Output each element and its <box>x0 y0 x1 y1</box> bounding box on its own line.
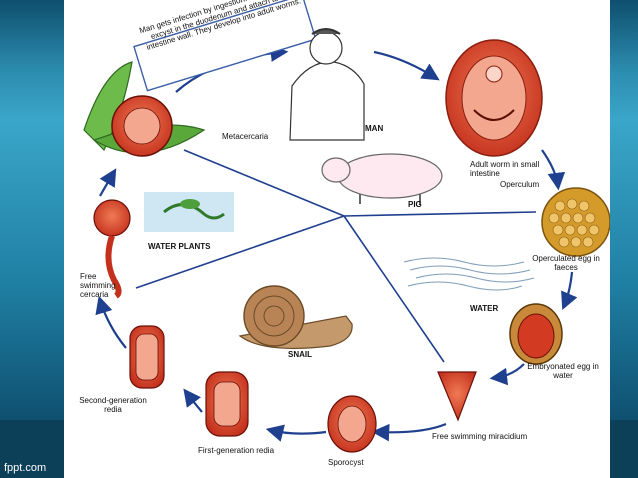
embryonated-egg-figure <box>509 303 563 365</box>
water-waves <box>403 257 535 291</box>
water-plants-figure <box>144 192 234 232</box>
arrow-redia2-to-cercaria <box>95 295 127 349</box>
life-cycle-diagram <box>83 0 610 453</box>
label-water: WATER <box>470 304 499 313</box>
host-lines <box>135 149 537 363</box>
arrow-embryonated-to-miracidium <box>489 363 525 386</box>
arrow-man-to-adult <box>373 50 440 81</box>
label-metacercaria: Metacercaria <box>222 132 269 141</box>
miracidium-figure <box>437 371 477 422</box>
label-second-redia: Second-generation redia <box>79 396 147 414</box>
footer-brand: fppt.com <box>4 462 47 474</box>
cercaria-figure <box>93 199 131 299</box>
arrow-sporocyst-to-redia1 <box>265 424 327 442</box>
label-first-redia: First-generation redia <box>198 446 275 455</box>
label-adult-worm: Adult worm in small intestine <box>470 160 540 178</box>
label-man: MAN <box>365 124 384 133</box>
sporocyst-figure <box>327 395 377 453</box>
first-redia-figure <box>205 371 249 437</box>
arrow-miracidium-to-sporocyst <box>371 422 447 442</box>
arrow-egg-to-embryonated <box>561 271 578 311</box>
adult-worm-figure <box>445 39 543 157</box>
label-cercaria: Free swimming cercaria <box>80 272 116 299</box>
arrow-cercaria-to-metacercaria <box>99 168 117 197</box>
snail-figure <box>238 285 353 350</box>
label-operculated-egg: Operculated egg in faeces <box>532 254 600 272</box>
second-redia-figure <box>129 325 165 389</box>
arrow-redia1-to-redia2 <box>183 388 203 413</box>
metacercaria-figure <box>83 61 206 157</box>
label-miracidium: Free swimming miracidium <box>432 432 528 441</box>
operculated-egg-figure <box>541 187 610 257</box>
label-snail: SNAIL <box>288 350 312 359</box>
label-pig: PIG <box>408 200 422 209</box>
arrow-adult-to-egg <box>541 149 566 191</box>
label-embryonated-egg: Embryonated egg in water <box>527 362 599 380</box>
label-water-plants: WATER PLANTS <box>148 242 211 251</box>
man-figure <box>289 28 365 141</box>
pig-figure <box>321 153 443 204</box>
caption-box <box>133 0 317 92</box>
label-operculum: Operculum <box>500 180 540 189</box>
label-sporocyst: Sporocyst <box>328 458 364 467</box>
